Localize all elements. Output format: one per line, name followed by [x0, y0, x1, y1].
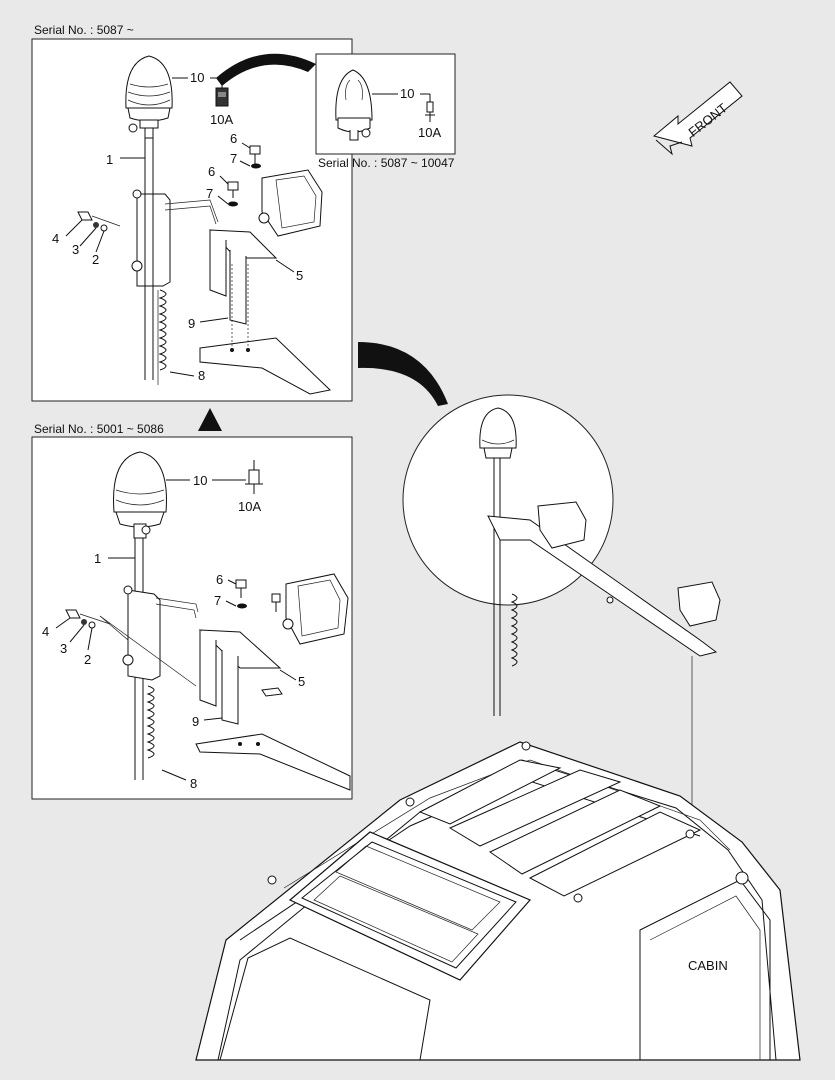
- beacon-top: [125, 55, 173, 139]
- callout-7-bottom: 7: [214, 593, 221, 608]
- callout-1-bottom: 1: [94, 551, 101, 566]
- mount-bracket-bottom: [198, 629, 283, 725]
- inset-serial-label: Serial No. : 5087 ~ 10047: [318, 156, 455, 170]
- bolt-washers-top: [77, 211, 121, 232]
- callout-6a-top: 6: [230, 131, 237, 146]
- up-triangle: [198, 408, 222, 431]
- inset-pointer-arrow: [216, 53, 316, 86]
- callout-6b-top: 6: [208, 164, 215, 179]
- inset-bulb: [420, 93, 435, 122]
- serial-label-top: Serial No. : 5087 ~: [34, 23, 134, 37]
- callout-10-top: 10: [190, 70, 204, 85]
- callout-9-bottom: 9: [192, 714, 199, 729]
- cabin-outline: [195, 741, 801, 1061]
- pole-bracket-top: [131, 189, 219, 287]
- callout-5-bottom: 5: [298, 674, 305, 689]
- callout-2-top: 2: [92, 252, 99, 267]
- callout-10A-top: 10A: [210, 112, 233, 127]
- callout-7a-top: 7: [230, 151, 237, 166]
- pole-bracket-bottom: [99, 585, 199, 687]
- bulb-top: [210, 77, 229, 107]
- assembled-beacon: [479, 407, 721, 716]
- callout-4-bottom: 4: [42, 624, 49, 639]
- callout-5-top: 5: [296, 268, 303, 283]
- bolt-washers-bottom: [65, 609, 111, 629]
- callout-3-top: 3: [72, 242, 79, 257]
- serial-label-bottom: Serial No. : 5001 ~ 5086: [34, 422, 164, 436]
- detail-pointer-arrow: [358, 342, 448, 406]
- coil-cord-top: [158, 289, 167, 371]
- bolts-6-7-bottom: [235, 579, 281, 612]
- roof-plate-top: [199, 262, 332, 395]
- callout-10A-bottom: 10A: [238, 499, 261, 514]
- callout-3-bottom: 3: [60, 641, 67, 656]
- bolts-6-7-top: [227, 145, 261, 207]
- mount-bracket-top: [208, 229, 278, 325]
- callout-10-inset: 10: [400, 86, 414, 101]
- cabin-label: CABIN: [688, 958, 728, 973]
- bulb-bottom: [212, 460, 263, 494]
- callout-10A-inset: 10A: [418, 125, 441, 140]
- coil-cord-bottom: [146, 685, 155, 759]
- work-light-bottom: [282, 573, 349, 645]
- callout-8-top: 8: [198, 368, 205, 383]
- callout-1-top: 1: [106, 152, 113, 167]
- beacon-bottom: [113, 451, 167, 539]
- roof-plate-bottom: [195, 733, 351, 791]
- inset-beacon: [335, 69, 373, 141]
- callout-8-bottom: 8: [190, 776, 197, 791]
- callout-4-top: 4: [52, 231, 59, 246]
- callout-9-top: 9: [188, 316, 195, 331]
- work-light-top: [258, 169, 323, 237]
- callout-6-bottom: 6: [216, 572, 223, 587]
- callout-2-bottom: 2: [84, 652, 91, 667]
- callout-10-bottom: 10: [193, 473, 207, 488]
- front-direction-arrow: FRONT: [652, 81, 743, 156]
- callout-7b-top: 7: [206, 186, 213, 201]
